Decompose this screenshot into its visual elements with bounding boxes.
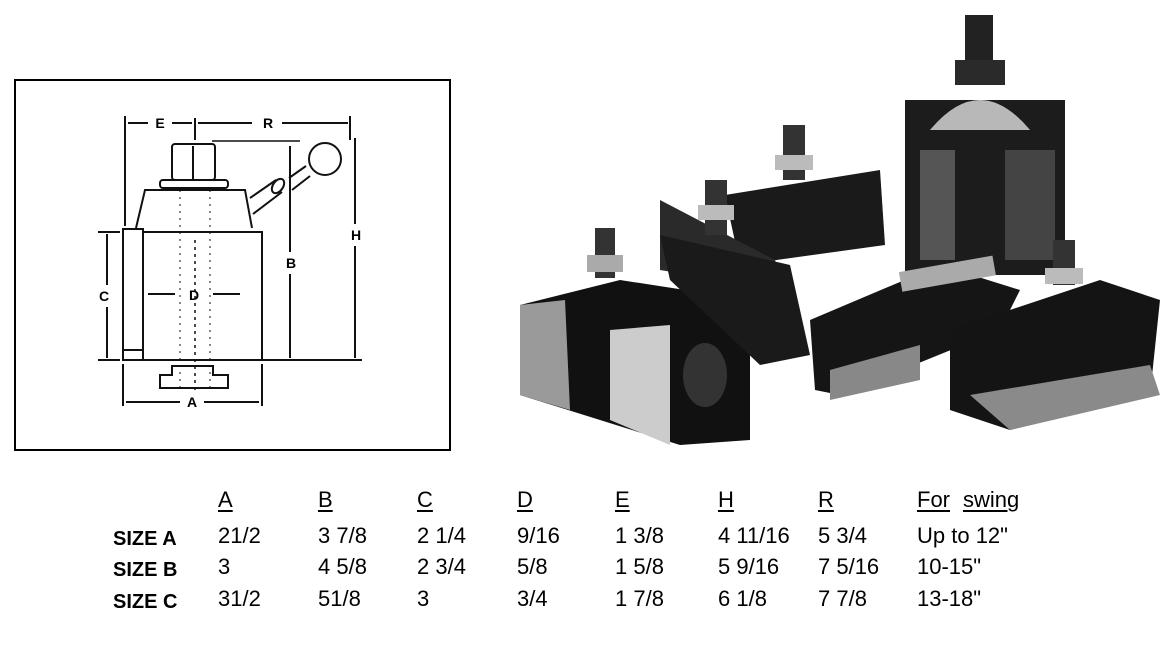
value-h: 6 1/8: [718, 586, 767, 611]
col-header-r: R: [818, 487, 834, 512]
col-header-for: For: [917, 487, 950, 512]
col-header-swing: swing: [963, 487, 1020, 512]
value-c: 2 3/4: [417, 554, 466, 579]
value-h: 5 9/16: [718, 554, 780, 579]
dim-label-h: H: [351, 227, 361, 243]
value-c: 3: [417, 586, 430, 611]
value-d: 5/8: [517, 554, 548, 579]
dim-label-a: A: [187, 394, 197, 410]
value-a: 21/2: [218, 523, 261, 548]
dim-label-d: D: [189, 287, 199, 303]
value-a: 3: [218, 554, 231, 579]
value-e: 1 7/8: [615, 586, 664, 611]
dim-label-c: C: [99, 288, 109, 304]
value-r: 7 5/16: [818, 554, 880, 579]
col-header-b: B: [318, 487, 333, 512]
value-b: 51/8: [318, 586, 361, 611]
dim-label-b: B: [286, 255, 296, 271]
value-swing: Up to 12": [917, 523, 1008, 548]
value-b: 4 5/8: [318, 554, 367, 579]
value-h: 4 11/16: [718, 523, 790, 548]
tool-post-dimension-diagram: E R C D B H A: [14, 79, 451, 451]
col-header-a: A: [218, 487, 233, 512]
col-header-e: E: [615, 487, 630, 512]
value-swing: 10-15": [917, 554, 982, 579]
tool-holders-photo: [520, 15, 1160, 445]
value-e: 1 5/8: [615, 554, 664, 579]
col-header-h: H: [718, 487, 734, 512]
value-a: 31/2: [218, 586, 261, 611]
col-header-c: C: [417, 487, 433, 512]
row-label: SIZE A: [113, 528, 177, 550]
value-c: 2 1/4: [417, 523, 466, 548]
value-b: 3 7/8: [318, 523, 367, 548]
row-label: SIZE B: [113, 559, 178, 581]
value-r: 5 3/4: [818, 523, 867, 548]
col-header-d: D: [517, 487, 533, 512]
dim-label-r: R: [263, 115, 273, 131]
value-e: 1 3/8: [615, 523, 664, 548]
value-r: 7 7/8: [818, 586, 867, 611]
row-label: SIZE C: [113, 591, 178, 613]
value-d: 3/4: [517, 586, 548, 611]
value-swing: 13-18": [917, 586, 982, 611]
value-d: 9/16: [517, 523, 560, 548]
dim-label-e: E: [155, 115, 164, 131]
